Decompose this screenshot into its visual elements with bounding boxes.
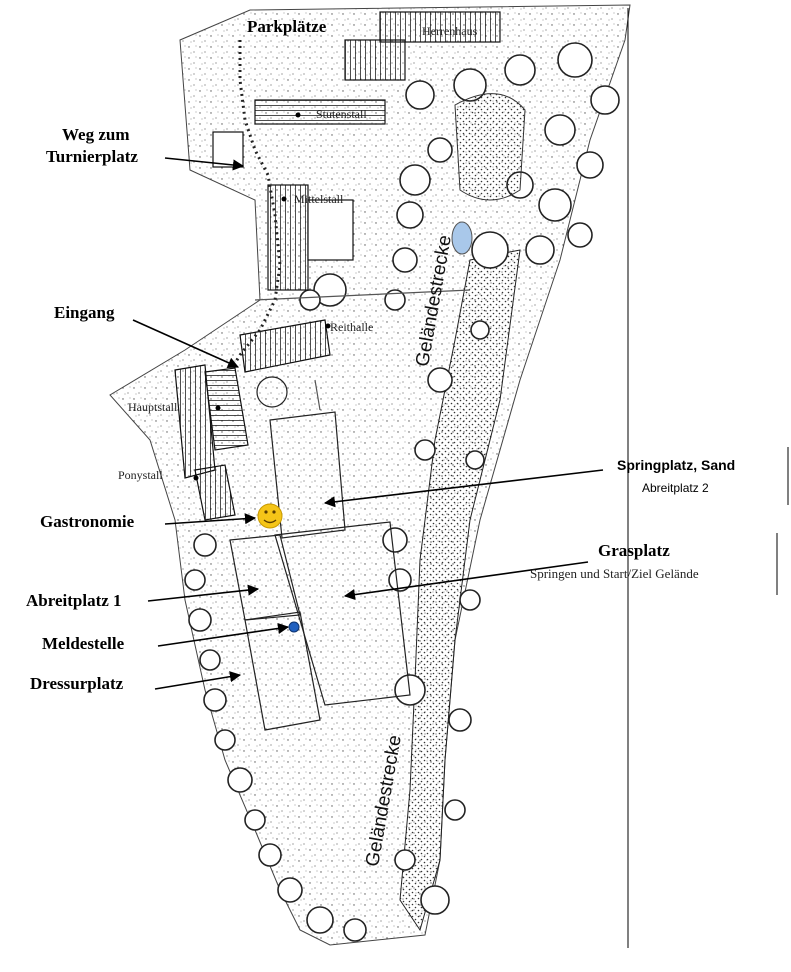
wetland	[454, 93, 526, 201]
label-stutenstall: Stutenstall	[316, 107, 367, 121]
callout-arrows	[132, 157, 604, 690]
label-herrenhaus: Herrenhaus	[422, 24, 478, 38]
walkway-dotted	[230, 40, 282, 369]
label-ponystall: Ponystall	[118, 468, 163, 482]
label-dressurplatz: Dressurplatz	[30, 674, 124, 693]
label-parkplaetze: Parkplätze	[247, 17, 327, 36]
buildings	[174, 11, 501, 521]
blue-marker-icon[interactable]	[288, 621, 300, 633]
label-hauptstall: Hauptstall	[128, 400, 178, 414]
arenas	[229, 289, 471, 731]
label-grasplatz: Grasplatz	[598, 541, 670, 560]
label-eingang: Eingang	[54, 303, 115, 322]
label-meldestelle: Meldestelle	[42, 634, 125, 653]
label-springplatz: Springplatz, Sand	[617, 457, 736, 473]
label-grasplatz-sub: Springen und Start/Ziel Gelände	[530, 566, 699, 581]
label-weg-zum: Weg zum	[62, 125, 130, 144]
label-abreitplatz-2: Abreitplatz 2	[642, 481, 709, 495]
forest-band	[399, 249, 521, 932]
pond	[451, 221, 473, 255]
label-abreitplatz-1: Abreitplatz 1	[26, 591, 122, 610]
smiley-face-icon[interactable]	[257, 503, 283, 529]
label-reithalle: Reithalle	[330, 320, 374, 334]
label-turnierplatz: Turnierplatz	[46, 147, 138, 166]
building-dots	[193, 112, 331, 481]
label-mittelstall: Mittelstall	[294, 192, 344, 206]
label-gastronomie: Gastronomie	[40, 512, 135, 531]
